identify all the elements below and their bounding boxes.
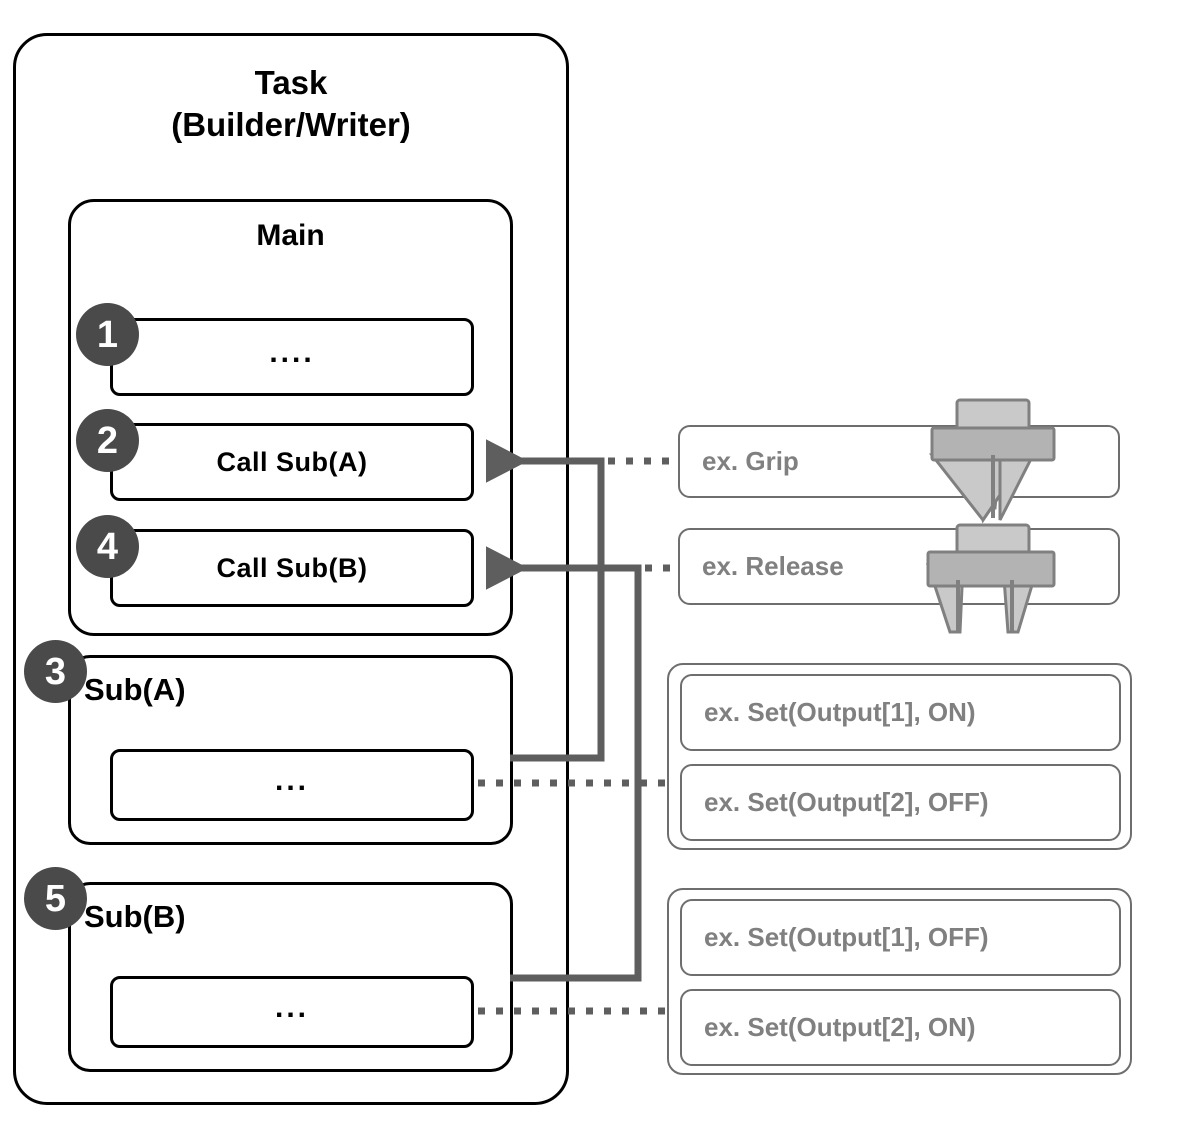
example-set-output-2-on-label: ex. Set(Output[2], ON) xyxy=(704,1012,976,1042)
task-title-line2: (Builder/Writer) xyxy=(171,106,411,144)
main-step-4-call-sub-b[interactable]: Call Sub(B) xyxy=(110,529,474,607)
example-set-output-2-off[interactable]: ex. Set(Output[2], OFF) xyxy=(680,764,1121,841)
main-step-1-label: .... xyxy=(269,336,315,369)
example-group-sub-a: ex. Set(Output[1], ON) ex. Set(Output[2]… xyxy=(667,663,1132,850)
example-set-output-2-off-label: ex. Set(Output[2], OFF) xyxy=(704,787,989,817)
example-set-output-1-on-label: ex. Set(Output[1], ON) xyxy=(704,697,976,727)
main-step-4-label: Call Sub(B) xyxy=(216,552,368,583)
task-title: Task (Builder/Writer) xyxy=(13,62,569,146)
step-badge-4: 4 xyxy=(76,515,139,578)
example-group-sub-b: ex. Set(Output[1], OFF) ex. Set(Output[2… xyxy=(667,888,1132,1075)
example-set-output-1-off-label: ex. Set(Output[1], OFF) xyxy=(704,922,989,952)
task-title-line1: Task xyxy=(254,64,328,101)
example-grip-label: ex. Grip xyxy=(702,446,799,476)
sub-b-title: Sub(B) xyxy=(84,899,186,934)
step-badge-3: 3 xyxy=(24,640,87,703)
sub-a-body[interactable]: ... xyxy=(110,749,474,821)
example-release-box[interactable]: ex. Release xyxy=(678,528,1120,605)
main-title: Main xyxy=(256,219,325,252)
example-grip-box[interactable]: ex. Grip xyxy=(678,425,1120,498)
example-set-output-2-on[interactable]: ex. Set(Output[2], ON) xyxy=(680,989,1121,1066)
example-release-label: ex. Release xyxy=(702,551,844,581)
example-set-output-1-off[interactable]: ex. Set(Output[1], OFF) xyxy=(680,899,1121,976)
main-step-2-label: Call Sub(A) xyxy=(216,446,368,477)
step-badge-5: 5 xyxy=(24,867,87,930)
sub-b-body-label: ... xyxy=(274,991,309,1024)
main-step-2-call-sub-a[interactable]: Call Sub(A) xyxy=(110,423,474,501)
sub-a-body-label: ... xyxy=(274,764,309,797)
main-step-1[interactable]: .... xyxy=(110,318,474,396)
step-badge-2: 2 xyxy=(76,409,139,472)
sub-a-title: Sub(A) xyxy=(84,672,186,707)
sub-b-body[interactable]: ... xyxy=(110,976,474,1048)
step-badge-1: 1 xyxy=(76,303,139,366)
example-set-output-1-on[interactable]: ex. Set(Output[1], ON) xyxy=(680,674,1121,751)
